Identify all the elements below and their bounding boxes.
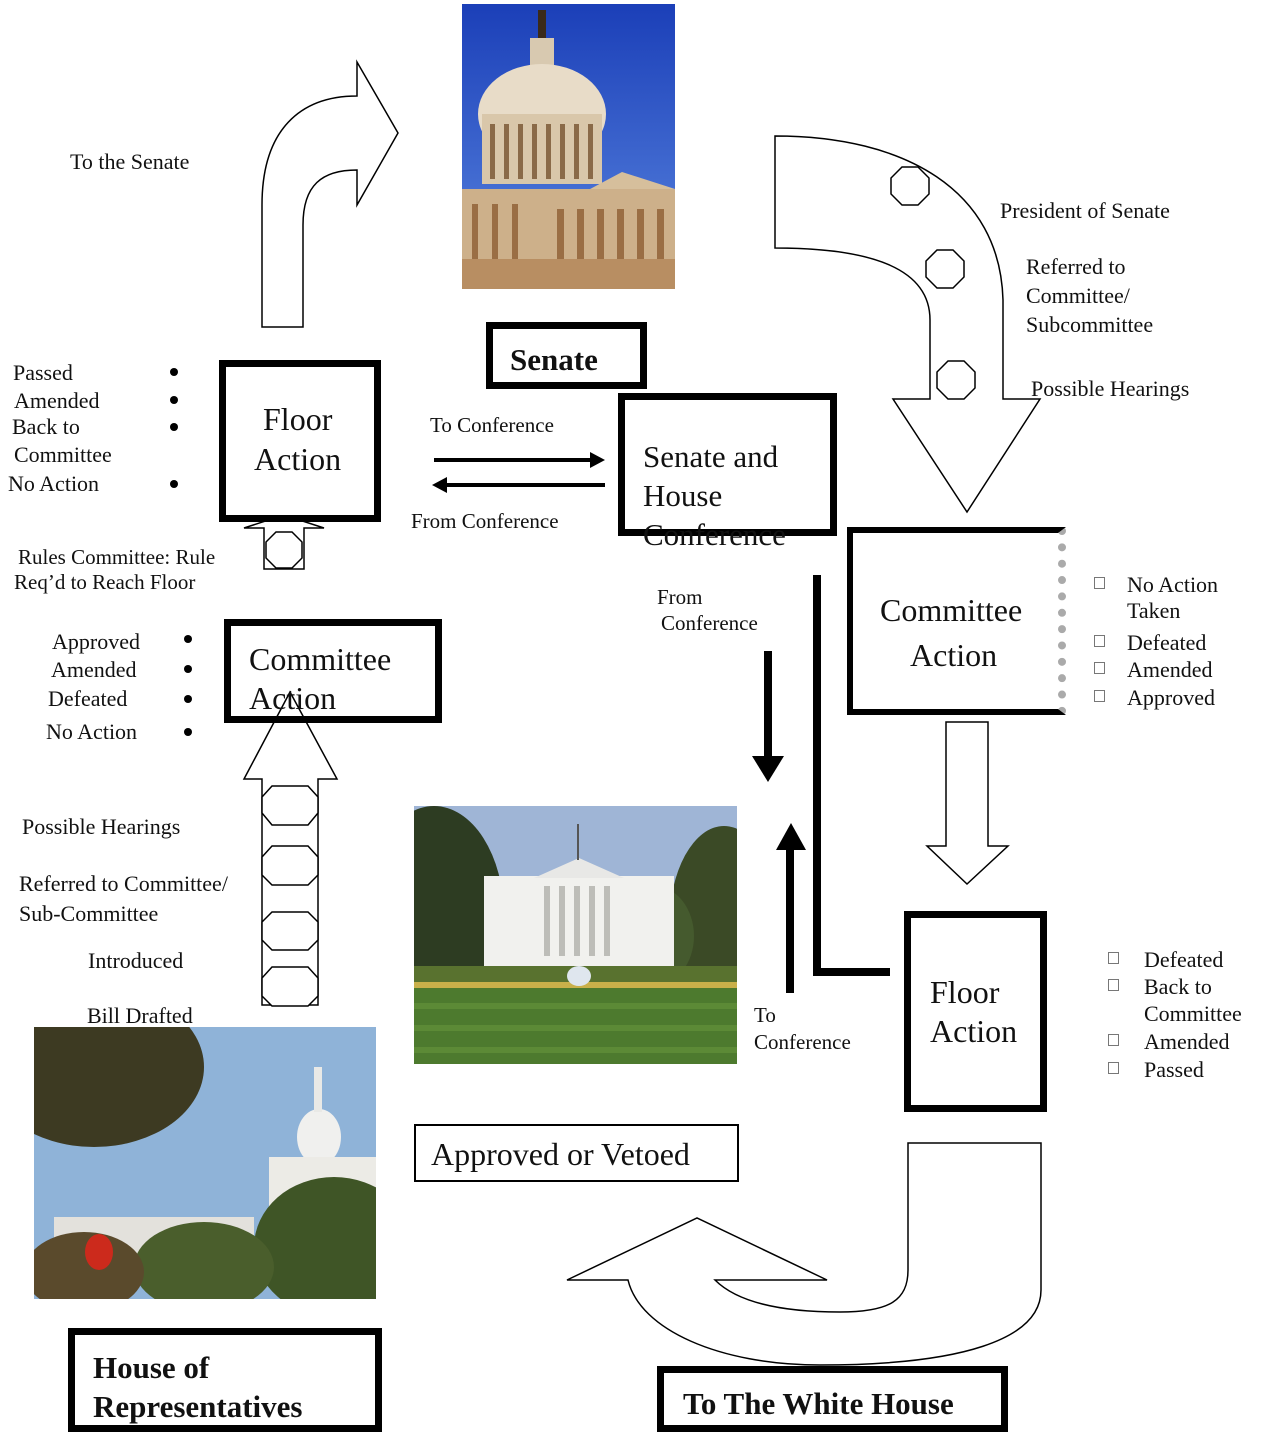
senate-down-arrow: [774, 135, 1042, 514]
conference-box: Senate and House Conference: [618, 393, 837, 552]
rules-octagon: [265, 531, 303, 569]
senate-step-referred-line2: Committee/: [1026, 283, 1130, 308]
senate-step-referred-line3: Subcommittee: [1026, 312, 1154, 337]
house-step-hearings: Possible Hearings: [22, 814, 181, 839]
house-committee-action-box: Committee Action: [224, 619, 442, 723]
approved-or-vetoed-label: Approved or Vetoed: [431, 1136, 690, 1172]
from-conference-label: From Conference: [411, 509, 559, 533]
checkbox: [1094, 577, 1105, 589]
house-committee-line2: Action: [249, 680, 337, 716]
approved-or-vetoed-box: Approved or Vetoed: [414, 1124, 739, 1182]
house-floor-outcome: Committee: [14, 442, 112, 467]
to-conference-up-arrowhead: [776, 823, 806, 850]
house-floor-outcome: Passed: [13, 360, 73, 385]
from-conference-line1: From: [657, 585, 703, 609]
capitol-photo: [462, 4, 675, 289]
house-floor-action-line1: Floor: [263, 401, 333, 437]
bullet: [170, 480, 178, 488]
white-house-title: To The White House: [683, 1386, 954, 1421]
house-step-introduced: Introduced: [88, 948, 184, 973]
senate-floor-outcome: Amended: [1144, 1029, 1230, 1054]
white-house-photo: [414, 806, 737, 1064]
bullet: [170, 423, 178, 431]
to-senate-arrow: [261, 59, 399, 328]
house-octagon-4: [261, 966, 319, 1007]
senate-committee-outcome: Defeated: [1127, 630, 1207, 655]
senate-step-president: President of Senate: [1000, 198, 1170, 223]
to-conference-line2: Conference: [754, 1030, 851, 1054]
house-octagon-2: [261, 845, 319, 886]
senate-committee-outcome: Approved: [1127, 685, 1215, 710]
conference-line3: Conference: [643, 517, 786, 552]
house-floor-outcome: No Action: [8, 471, 100, 496]
house-committee-line1: Committee: [249, 641, 392, 677]
hearing-octagon-2: [925, 249, 965, 289]
white-house-title-box: To The White House: [657, 1366, 1008, 1432]
house-title-line2: Representatives: [93, 1389, 303, 1424]
hearing-octagon-3: [936, 360, 976, 400]
bullet: [184, 635, 192, 643]
house-floor-action-line2: Action: [254, 441, 342, 477]
house-title-box: House of Representatives: [68, 1328, 382, 1432]
senate-committee-outcome: Amended: [1127, 657, 1213, 682]
conference-line2: House: [643, 478, 723, 513]
from-conference-down-arrowhead: [752, 756, 784, 782]
house-title-line1: House of: [93, 1350, 210, 1385]
house-step-bill-drafted: Bill Drafted: [87, 1003, 193, 1028]
senate-committee-to-floor-arrow: [925, 721, 1010, 886]
house-step-referred-line2: Sub-Committee: [19, 901, 159, 926]
conference-line1: Senate and: [643, 439, 779, 474]
from-conference-line2: Conference: [661, 611, 758, 635]
checkbox: [1108, 1034, 1119, 1046]
house-committee-outcome: Defeated: [48, 686, 128, 711]
house-committee-outcome: Amended: [51, 657, 137, 682]
checkbox: [1094, 690, 1105, 702]
house-octagon-3: [261, 911, 319, 951]
to-conference-arrowhead: [590, 452, 605, 468]
house-floor-action-box: Floor Action: [219, 360, 381, 522]
checkbox: [1108, 979, 1119, 991]
house-committee-outcome: Approved: [52, 629, 140, 654]
rules-label-line1: Rules Committee: Rule: [18, 545, 216, 569]
checkbox: [1094, 662, 1105, 674]
senate-step-hearings: Possible Hearings: [1031, 376, 1190, 401]
house-step-referred-line1: Referred to Committee/: [19, 871, 228, 896]
to-conference-label: To Conference: [430, 413, 554, 437]
from-conference-arrowhead: [432, 477, 447, 493]
senate-floor-outcome: Passed: [1144, 1057, 1204, 1082]
senate-floor-line1: Floor: [930, 974, 1000, 1010]
bullet: [170, 368, 178, 376]
bullet: [170, 396, 178, 404]
senate-title: Senate: [510, 342, 598, 377]
senate-committee-line1: Committee: [880, 592, 1023, 628]
bullet: [184, 728, 192, 736]
to-senate-label: To the Senate: [70, 149, 190, 174]
senate-committee-outcome: Taken: [1127, 598, 1181, 623]
senate-floor-action-box: Floor Action: [904, 911, 1047, 1112]
checkbox: [1108, 1062, 1119, 1074]
house-committee-outcome: No Action: [46, 719, 138, 744]
senate-floor-outcome: Defeated: [1144, 947, 1224, 972]
senate-floor-outcome: Back to: [1144, 974, 1212, 999]
checkbox: [1094, 635, 1105, 647]
senate-floor-line2: Action: [930, 1013, 1018, 1049]
senate-title-box: Senate: [486, 322, 647, 389]
house-floor-outcome: Back to: [12, 414, 80, 439]
checkbox: [1108, 952, 1119, 964]
bullet: [184, 665, 192, 673]
bullet: [184, 695, 192, 703]
senate-floor-outcome: Committee: [1144, 1001, 1242, 1026]
house-octagon-1: [261, 785, 319, 826]
rules-label-line2: Req’d to Reach Floor: [14, 570, 196, 594]
house-floor-outcome: Amended: [14, 388, 100, 413]
senate-committee-action-box: Committee Action: [847, 527, 1066, 715]
senate-committee-outcome: No Action: [1127, 572, 1219, 597]
senate-step-referred-line1: Referred to: [1026, 254, 1126, 279]
to-conference-line1: To: [754, 1003, 776, 1027]
hearing-octagon-1: [890, 166, 930, 206]
house-capitol-photo: [34, 1027, 376, 1299]
white-house-arrow: [566, 1142, 1042, 1366]
senate-committee-line2: Action: [910, 637, 998, 673]
